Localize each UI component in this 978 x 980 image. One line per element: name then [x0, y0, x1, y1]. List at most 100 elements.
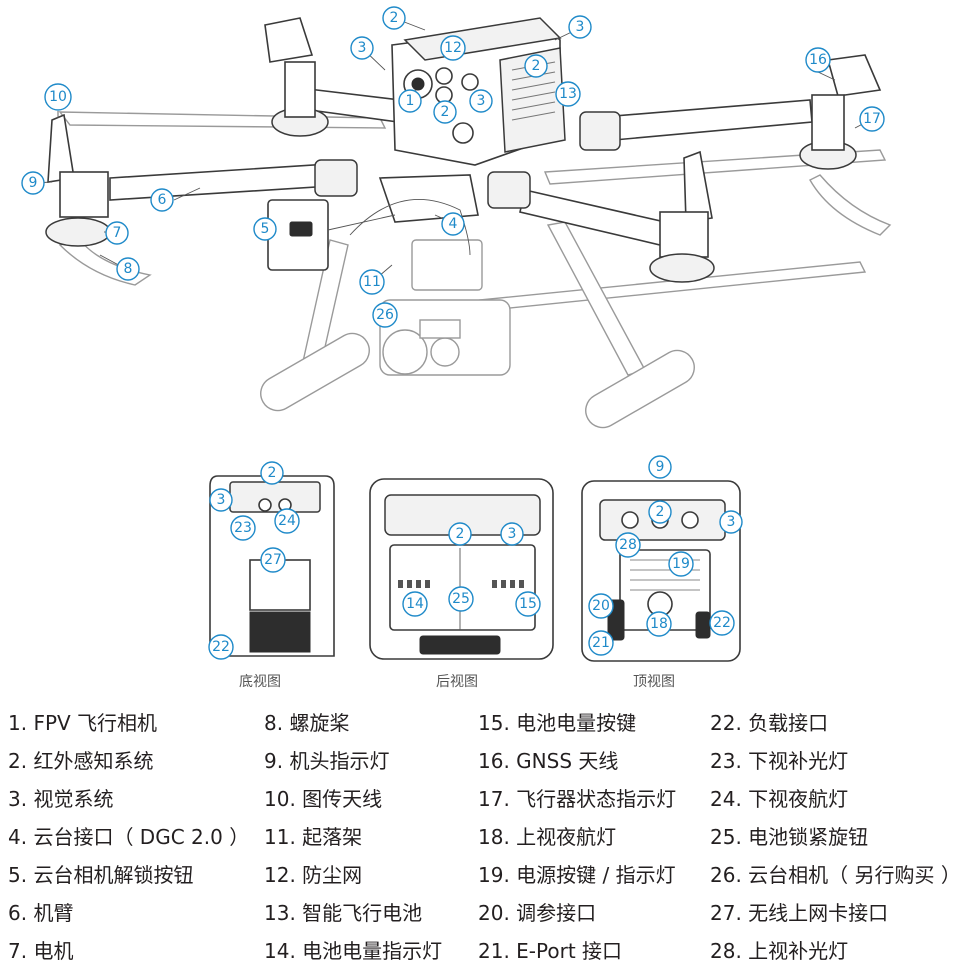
svg-text:15: 15 — [519, 596, 537, 612]
legend-item-20: 20. 调参接口 — [478, 901, 597, 925]
callout-17: 17 — [859, 106, 885, 132]
gimbal-damper-wire — [349, 198, 471, 256]
callout-3: 3 — [350, 36, 374, 60]
legend-item-26: 26. 云台相机（ 另行购买 ） — [710, 863, 961, 887]
caption-top-view: 顶视图 — [633, 674, 675, 690]
svg-text:2: 2 — [532, 58, 541, 74]
callout-28: 28 — [615, 532, 641, 558]
legend-item-8: 8. 螺旋桨 — [264, 711, 350, 735]
gnss-antenna-right — [826, 54, 882, 97]
svg-text:3: 3 — [217, 492, 226, 508]
svg-text:26: 26 — [376, 307, 394, 323]
callout-24: 24 — [274, 508, 300, 534]
callout-2: 2 — [382, 6, 406, 30]
legend-item-3: 3. 视觉系统 — [8, 787, 114, 811]
svg-text:2: 2 — [456, 526, 465, 542]
rear-view-port — [419, 635, 501, 655]
gimbal-mount — [411, 239, 483, 291]
callout-1: 1 — [398, 89, 422, 113]
legend-item-6: 6. 机臂 — [8, 901, 74, 925]
callout-13: 13 — [555, 81, 581, 107]
svg-text:23: 23 — [234, 520, 252, 536]
legend-item-2: 2. 红外感知系统 — [8, 749, 154, 773]
callout-23: 23 — [230, 515, 256, 541]
motor-rear-left-mount — [284, 61, 316, 118]
svg-text:12: 12 — [444, 40, 462, 56]
callout-3: 3 — [719, 510, 743, 534]
callout-3: 3 — [568, 15, 592, 39]
callouts-bottom-view: 2 3 23 24 27 22 — [208, 461, 300, 660]
fpv-camera-center — [411, 77, 425, 91]
legend-item-27: 27. 无线上网卡接口 — [710, 901, 889, 925]
callouts-top-view: 9 2 3 28 19 20 18 21 22 — [588, 455, 743, 656]
caption-bottom-view: 底视图 — [239, 674, 281, 690]
motor-front-left — [45, 217, 111, 247]
motor-rear-right-mount — [811, 94, 845, 151]
svg-text:22: 22 — [713, 615, 731, 631]
callout-11: 11 — [359, 269, 385, 295]
svg-text:6: 6 — [158, 192, 167, 208]
callout-6: 6 — [150, 188, 174, 212]
callout-9: 9 — [648, 455, 672, 479]
callout-19: 19 — [668, 551, 694, 577]
callout-2: 2 — [448, 522, 472, 546]
svg-text:8: 8 — [124, 261, 133, 277]
legend-item-4: 4. 云台接口（ DGC 2.0 ） — [8, 825, 250, 849]
legend-item-5: 5. 云台相机解锁按钮 — [8, 863, 194, 887]
callout-4: 4 — [441, 212, 465, 236]
legend-item-12: 12. 防尘网 — [264, 863, 363, 887]
drone-main-illustration — [33, 17, 892, 429]
callout-21: 21 — [588, 630, 614, 656]
rear-view-illustration — [369, 478, 554, 660]
svg-text:7: 7 — [113, 225, 122, 241]
front-sensor-lower — [452, 122, 474, 144]
callout-22: 22 — [709, 610, 735, 636]
gimbal-camera-lens-small — [430, 337, 460, 367]
arm-lock-front-left — [314, 159, 358, 197]
bottom-view-vent — [249, 611, 311, 653]
battery — [499, 47, 566, 153]
bottom-view-sensor-bar — [229, 481, 321, 513]
callout-3: 3 — [500, 522, 524, 546]
svg-text:22: 22 — [212, 639, 230, 655]
top-view-payload-port — [695, 611, 711, 639]
callout-12: 12 — [440, 35, 466, 61]
legend-item-22: 22. 负载接口 — [710, 711, 829, 735]
svg-text:4: 4 — [449, 216, 458, 232]
motor-front-right-mount — [659, 211, 709, 258]
propeller-rear-right-blade — [809, 174, 892, 236]
callout-10: 10 — [44, 83, 72, 111]
legend-item-1: 1. FPV 飞行相机 — [8, 711, 158, 735]
svg-text:25: 25 — [452, 591, 470, 607]
svg-text:3: 3 — [477, 93, 486, 109]
arm-front-left — [109, 162, 348, 201]
callout-7: 7 — [105, 221, 129, 245]
gimbal-camera-sensor — [419, 319, 461, 339]
svg-text:10: 10 — [49, 89, 67, 105]
callout-3: 3 — [469, 89, 493, 113]
svg-text:17: 17 — [863, 111, 881, 127]
callout-5: 5 — [253, 217, 277, 241]
callout-20: 20 — [588, 593, 614, 619]
svg-text:3: 3 — [358, 40, 367, 56]
svg-text:3: 3 — [508, 526, 517, 542]
svg-text:9: 9 — [29, 175, 38, 191]
arm-lock-front-right — [487, 171, 531, 209]
motor-front-left-mount — [59, 171, 109, 218]
svg-text:9: 9 — [656, 459, 665, 475]
legend-item-13: 13. 智能飞行电池 — [264, 901, 423, 925]
svg-text:27: 27 — [264, 552, 282, 568]
callout-2: 2 — [524, 54, 548, 78]
svg-text:5: 5 — [261, 221, 270, 237]
legend-item-21: 21. E-Port 接口 — [478, 939, 623, 963]
legend-item-18: 18. 上视夜航灯 — [478, 825, 617, 849]
callout-2: 2 — [433, 100, 457, 124]
svg-text:18: 18 — [650, 616, 668, 632]
legend-item-15: 15. 电池电量按键 — [478, 711, 637, 735]
callouts-rear-view: 2 3 14 25 15 — [402, 522, 541, 617]
gimbal-camera-lens — [382, 329, 428, 375]
callout-22: 22 — [208, 634, 234, 660]
legend-item-23: 23. 下视补光灯 — [710, 749, 849, 773]
callout-27: 27 — [260, 547, 286, 573]
